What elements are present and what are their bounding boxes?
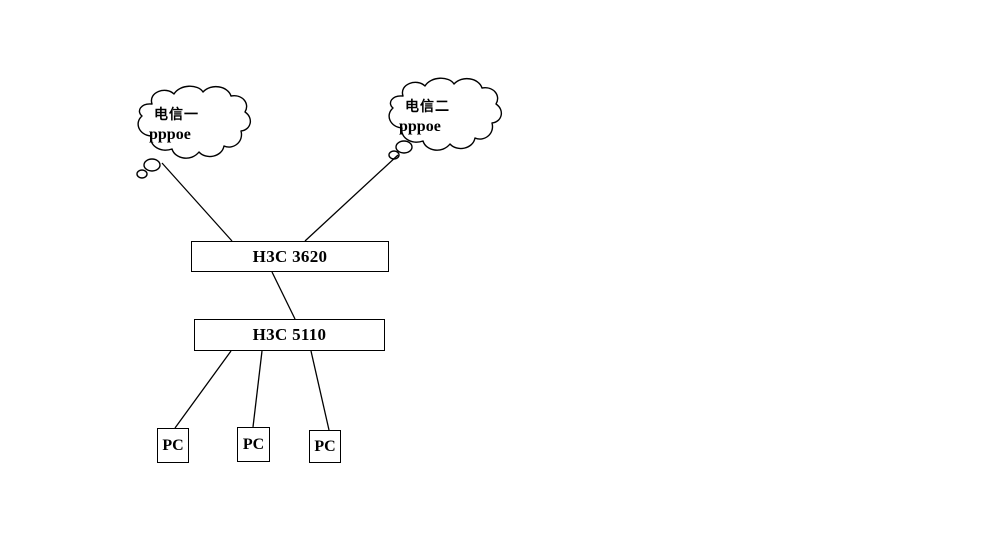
- connector-lines: [161, 154, 399, 431]
- cloud-telecom-2-label-cn: 电信二: [405, 100, 450, 115]
- device-switch-5110[interactable]: H3C 5110: [194, 319, 385, 351]
- cloud-telecom-2-label-en: pppoe: [399, 118, 441, 135]
- cloud-telecom-2-shape: [388, 77, 503, 160]
- cloud-telecom-1-shape: [136, 85, 252, 179]
- cloud-telecom-1-label-en: pppoe: [149, 126, 191, 143]
- link-3620-to-5110: [271, 271, 296, 320]
- link-5110-to-pc2: [252, 350, 263, 428]
- link-cloud2-to-3620: [304, 154, 399, 242]
- cloud-telecom-1-label-cn: 电信一: [154, 108, 199, 123]
- link-cloud1-to-3620: [161, 162, 233, 242]
- host-pc-1[interactable]: PC: [157, 428, 189, 463]
- host-pc-3[interactable]: PC: [309, 430, 341, 463]
- device-router-3620[interactable]: H3C 3620: [191, 241, 389, 272]
- link-5110-to-pc3: [310, 350, 330, 431]
- host-pc-2[interactable]: PC: [237, 427, 270, 462]
- link-5110-to-pc1: [174, 350, 232, 429]
